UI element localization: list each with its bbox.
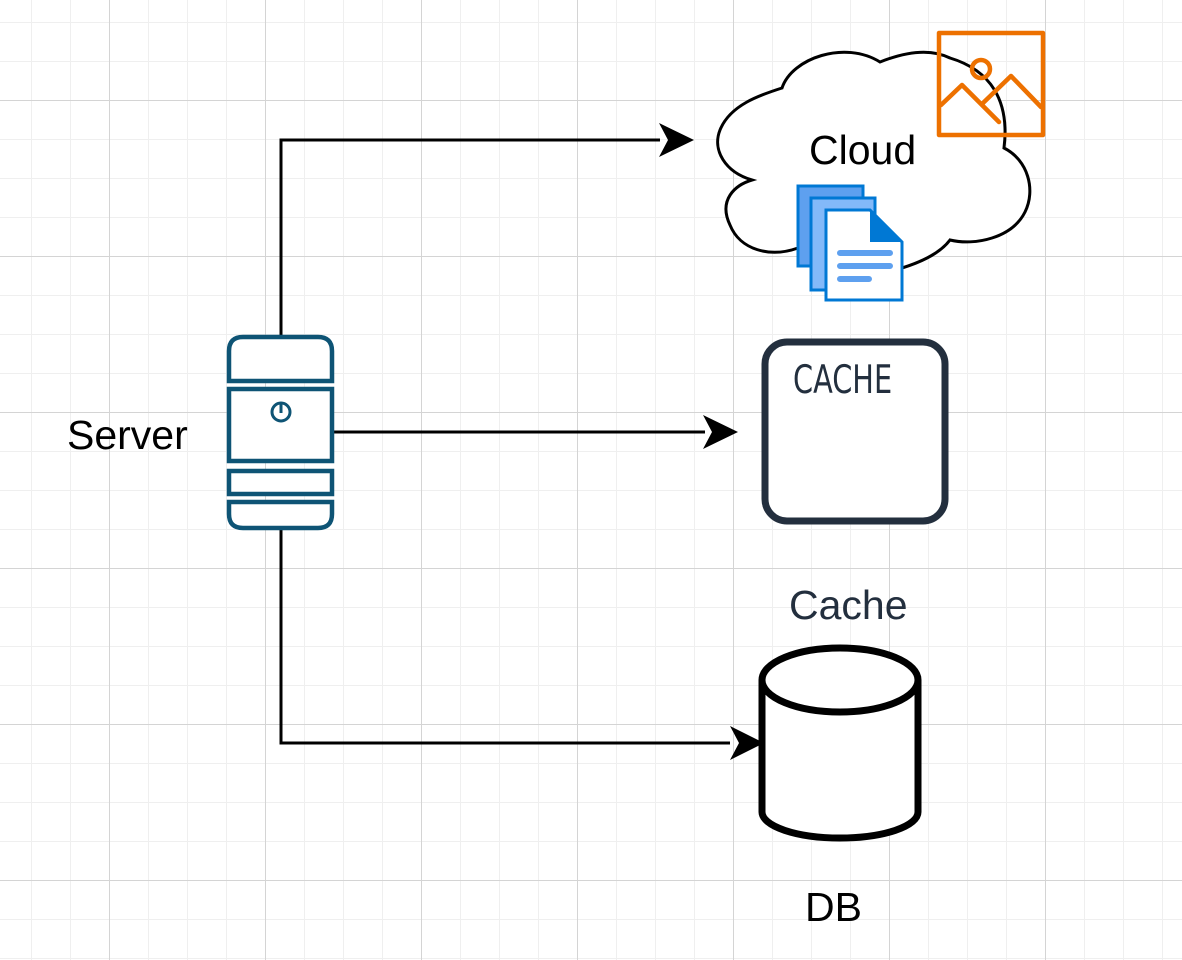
- server-icon[interactable]: [226, 334, 335, 531]
- cache-badge-text: CACHE: [793, 358, 893, 403]
- edge-server-to-cache[interactable]: [333, 415, 738, 449]
- image-icon: [936, 30, 1046, 138]
- server-label: Server: [67, 412, 188, 458]
- database-cylinder-icon[interactable]: [758, 644, 922, 842]
- documents-icon: [796, 184, 904, 302]
- arrowhead: [659, 123, 694, 157]
- cache-label: Cache: [789, 582, 908, 628]
- edge-server-to-cloud[interactable]: [279, 123, 694, 336]
- cloud-label: Cloud: [809, 127, 917, 173]
- cache-icon[interactable]: [761, 338, 949, 525]
- arrowhead: [730, 726, 764, 760]
- arrowhead: [703, 415, 738, 449]
- db-label: DB: [805, 884, 862, 930]
- edge-server-to-db[interactable]: [279, 528, 764, 760]
